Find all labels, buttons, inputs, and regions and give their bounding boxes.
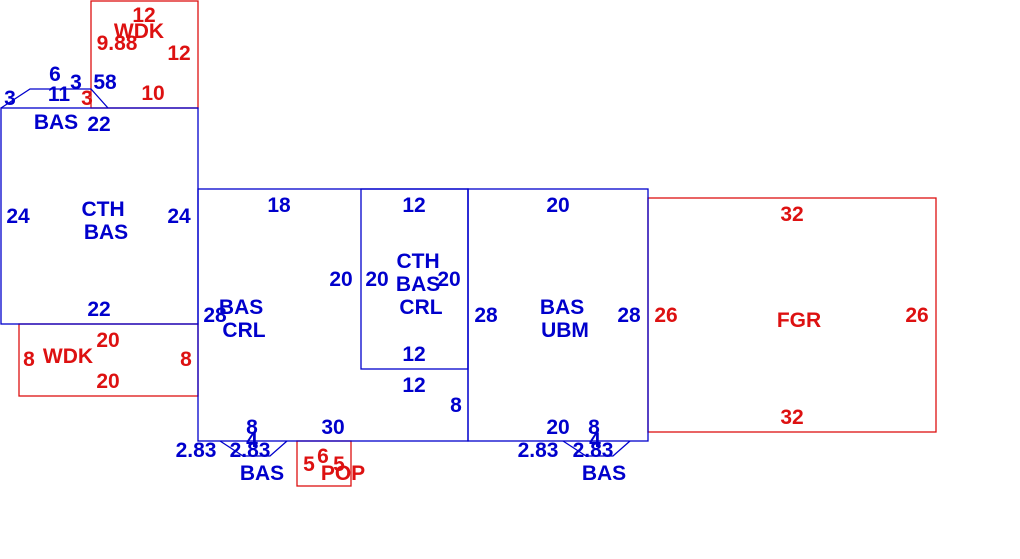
dim-bay-3-left: 3 xyxy=(4,87,16,110)
dim-crl-inner-right: 20 xyxy=(329,268,352,291)
dim-wdk-left-top: 20 xyxy=(96,329,119,352)
dim-br-4: 4 xyxy=(589,429,601,452)
area-label-cth-bas-left: CTH BAS xyxy=(81,198,130,244)
bay-bottom-right-outline xyxy=(562,440,631,457)
dim-fgr-bottom: 32 xyxy=(780,406,803,429)
dim-bl-4: 4 xyxy=(246,429,258,452)
dim-mid-right: 20 xyxy=(437,268,460,291)
dim-ubm-bottom-8: 8 xyxy=(588,416,600,439)
dim-wdk-top-right: 12 xyxy=(167,42,190,65)
dim-left-right: 24 xyxy=(167,205,191,228)
bas-ubm-outline xyxy=(467,188,649,442)
dim-ubm-left: 28 xyxy=(474,304,498,327)
dim-wdk-left-bottom: 20 xyxy=(96,370,119,393)
bay-outline xyxy=(0,88,109,109)
dim-bay-3a: 3 xyxy=(70,71,82,94)
dim-bay-3-red: 3 xyxy=(81,87,93,110)
dim-mid-left: 20 xyxy=(365,268,388,291)
dim-left-top: 22 xyxy=(87,113,110,136)
area-label-cth-bas-crl: CTH BAS CRL xyxy=(396,250,446,319)
dim-wdk-top-left: 9.88 xyxy=(97,32,138,55)
area-label-fgr: FGR xyxy=(777,309,821,332)
dim-ubm-right: 28 xyxy=(617,304,641,327)
dim-wdk-left-left: 8 xyxy=(23,348,35,371)
dim-br-283a: 2.83 xyxy=(518,439,559,462)
area-label-bas-bottom-left: BAS xyxy=(240,462,284,485)
dim-crl-left: 28 xyxy=(203,304,227,327)
area-label-bas-crl: BAS CRL xyxy=(219,296,269,342)
dim-left-bottom: 22 xyxy=(87,298,110,321)
dim-crl-bottom-8: 8 xyxy=(246,416,258,439)
dim-bay-6: 6 xyxy=(49,63,61,86)
dim-br-283b: 2.83 xyxy=(573,439,614,462)
dim-pop-5b: 5 xyxy=(333,453,345,476)
area-label-bas-bottom-right: BAS xyxy=(582,462,626,485)
dim-fgr-left: 26 xyxy=(654,304,677,327)
dim-mid-bottom: 12 xyxy=(402,343,425,366)
dim-ubm-bottom-20: 20 xyxy=(546,416,569,439)
area-label-pop: POP xyxy=(321,462,365,485)
dim-bl-283a: 2.83 xyxy=(176,439,217,462)
dim-crl-bottom-30: 30 xyxy=(321,416,344,439)
dim-mid-below: 12 xyxy=(402,374,425,397)
dim-crl-top: 18 xyxy=(267,194,291,217)
dim-pop-5a: 5 xyxy=(303,453,315,476)
area-label-bas-top: BAS xyxy=(34,111,78,134)
dim-bay-11: 11 xyxy=(48,83,71,106)
dim-wdk-top-top: 12 xyxy=(132,4,155,27)
dim-ubm-top: 20 xyxy=(546,194,569,217)
dim-mid-step: 8 xyxy=(450,394,462,417)
dim-left-left: 24 xyxy=(6,205,30,228)
dim-wdk-left-right: 8 xyxy=(180,348,192,371)
dim-bl-283b: 2.83 xyxy=(230,439,271,462)
dim-wdk-top-bottom: 10 xyxy=(141,82,164,105)
dim-bay-58: 58 xyxy=(93,71,117,94)
dim-fgr-right: 26 xyxy=(905,304,928,327)
dim-mid-top: 12 xyxy=(402,194,425,217)
blue-outlines xyxy=(0,88,649,457)
dim-pop-6: 6 xyxy=(317,445,329,468)
area-label-wdk-left: WDK xyxy=(43,345,93,368)
area-label-bas-ubm: BAS UBM xyxy=(540,296,590,342)
bay-bottom-left-outline xyxy=(219,440,288,457)
area-label-wdk-top: WDK xyxy=(114,20,164,43)
dim-fgr-top: 32 xyxy=(780,203,803,226)
